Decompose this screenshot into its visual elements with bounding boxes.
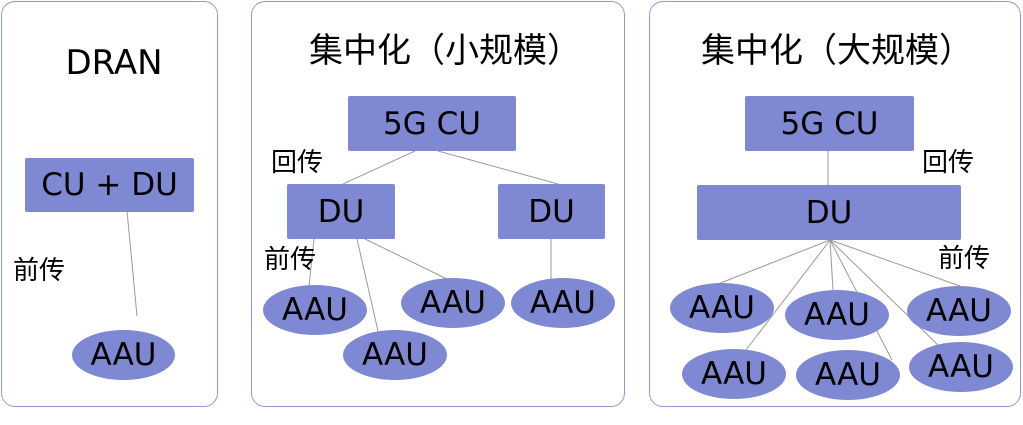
node-aau: AAU <box>72 330 175 380</box>
node-aau: AAU <box>401 278 505 328</box>
node-aau: AAU <box>796 350 900 400</box>
node-5g-cu: 5G CU <box>745 96 914 151</box>
node-aau: AAU <box>907 286 1011 336</box>
node-du-2: DU <box>498 184 605 239</box>
node-aau: AAU <box>263 285 367 335</box>
node-aau: AAU <box>909 342 1013 392</box>
label-fronthaul: 前传 <box>264 245 317 275</box>
node-aau: AAU <box>670 283 774 333</box>
node-aau: AAU <box>343 330 447 380</box>
label-fronthaul: 前传 <box>13 256 66 286</box>
panel-title-dran: DRAN <box>65 43 163 83</box>
node-du-1: DU <box>287 184 395 239</box>
label-fronthaul: 前传 <box>938 244 991 274</box>
panel-title-centralized-small: 集中化（小规模） <box>309 31 581 71</box>
label-backhaul: 回传 <box>271 148 324 178</box>
node-5g-cu: 5G CU <box>348 96 516 151</box>
node-aau: AAU <box>682 349 786 399</box>
label-backhaul: 回传 <box>922 148 975 178</box>
panel-title-centralized-large: 集中化（大规模） <box>701 31 973 71</box>
node-cu-du: CU + DU <box>25 158 194 212</box>
node-aau: AAU <box>511 278 615 328</box>
node-du: DU <box>697 185 961 240</box>
node-aau: AAU <box>785 290 889 340</box>
